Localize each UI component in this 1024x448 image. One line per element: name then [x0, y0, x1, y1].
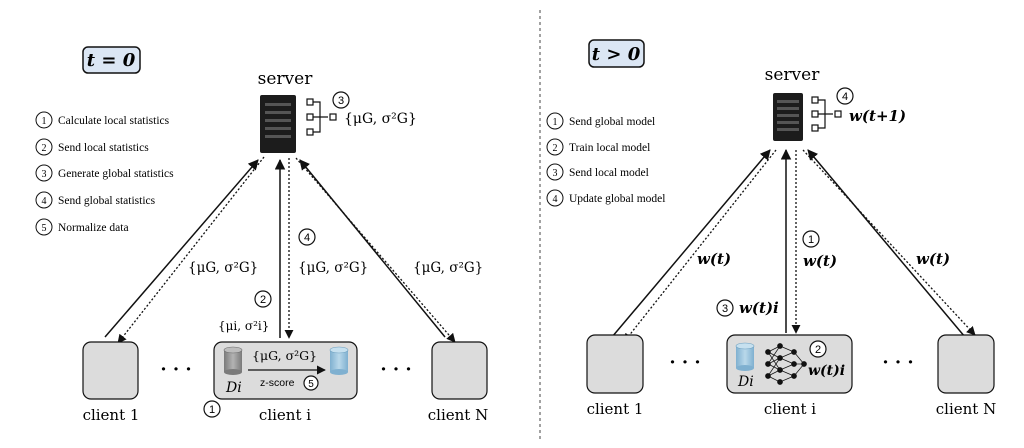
- database-blue-icon: [329, 346, 349, 375]
- svg-text:5: 5: [42, 223, 47, 234]
- center-down-badge: 4: [304, 232, 310, 244]
- client-label-center: client i: [764, 400, 816, 418]
- client-inner-stats: {μG, σ²G}: [252, 348, 317, 363]
- client-label-left: client 1: [83, 406, 140, 424]
- svg-text:3: 3: [42, 169, 47, 180]
- edge-label-right: w(t): [916, 250, 950, 268]
- svg-text:4: 4: [553, 194, 558, 205]
- time-badge-box: [82, 46, 141, 74]
- model-step-badge: 2: [815, 344, 821, 356]
- neural-network-icon: [765, 343, 807, 385]
- server-icon: [773, 93, 803, 141]
- step-text: Send local statistics: [58, 142, 149, 154]
- edge-left-dotted: [623, 149, 777, 343]
- server-step-badge: 4: [842, 91, 848, 103]
- edge-left-dotted: [117, 156, 265, 344]
- step-text: Send global model: [569, 116, 655, 128]
- edge-label-center-down: w(t): [803, 252, 837, 270]
- step-text: Calculate local statistics: [58, 115, 170, 127]
- step-list: 1 Calculate local statistics 2 Send loca…: [35, 111, 174, 236]
- center-up-badge: 2: [260, 294, 266, 306]
- step-text: Send global statistics: [58, 195, 156, 207]
- step-text: Update global model: [569, 193, 665, 205]
- client-step-badge: 1: [209, 404, 215, 416]
- dataset-label: Di: [225, 380, 242, 396]
- center-down-badge: 1: [808, 234, 814, 246]
- client-box-left: [586, 334, 644, 394]
- server-icon: [260, 95, 296, 153]
- ellipsis-right: · · ·: [380, 359, 411, 380]
- step-text: Normalize data: [58, 222, 129, 234]
- svg-text:4: 4: [42, 196, 47, 207]
- svg-text:1: 1: [42, 116, 47, 127]
- svg-text:2: 2: [553, 143, 558, 154]
- step-list: 1 Send global model 2 Train local model …: [546, 112, 665, 207]
- edge-label-left: w(t): [697, 250, 731, 268]
- server-output: {μG, σ²G}: [344, 111, 417, 127]
- server-step-badge-circle: [332, 91, 350, 109]
- client-box-right: [431, 341, 488, 400]
- client-label-center: client i: [259, 406, 311, 424]
- zscore-badge: 5: [308, 379, 314, 390]
- dataset-label: Di: [737, 374, 754, 390]
- svg-text:3: 3: [553, 168, 558, 179]
- edge-label-center-up: {μi, σ²i}: [218, 319, 269, 333]
- time-badge-box: [588, 39, 645, 68]
- server-label: server: [258, 69, 314, 89]
- edge-right-solid: [807, 149, 966, 338]
- zscore-label: z-score: [260, 377, 295, 389]
- client-box-right: [937, 334, 995, 394]
- edge-label-left: {μG, σ²G}: [188, 260, 258, 276]
- time-label: t = 0: [87, 50, 136, 71]
- client-label-right: client N: [936, 400, 996, 418]
- right-panel: t > 0 server 4 w(t+1) 1 Send global mode…: [546, 39, 996, 418]
- ellipsis-left: · · ·: [160, 359, 191, 380]
- model-output: w(t)i: [808, 363, 845, 379]
- server-label: server: [765, 65, 821, 85]
- edge-left-solid: [611, 149, 771, 338]
- step-text: Send local model: [569, 167, 649, 179]
- svg-text:1: 1: [553, 117, 558, 128]
- aggregation-icon: [811, 96, 842, 132]
- client-label-right: client N: [428, 406, 488, 424]
- step-text: Train local model: [569, 142, 650, 154]
- edge-label-center-up: w(t)i: [739, 299, 779, 317]
- step-text: Generate global statistics: [58, 168, 174, 180]
- edge-right-solid: [299, 159, 446, 338]
- svg-text:2: 2: [42, 143, 47, 154]
- client-label-left: client 1: [587, 400, 644, 418]
- ellipsis-right: · · ·: [882, 352, 913, 373]
- edge-right-dotted: [295, 157, 456, 343]
- edge-label-right: {μG, σ²G}: [413, 260, 483, 276]
- edge-label-center-down: {μG, σ²G}: [298, 260, 368, 276]
- time-label: t > 0: [592, 44, 641, 65]
- aggregation-icon: [306, 98, 337, 136]
- server-step-badge: 3: [338, 95, 344, 107]
- left-panel: t = 0 server 3 {μG, σ²G} 1 Calculate loc…: [35, 46, 488, 424]
- center-up-badge: 3: [722, 303, 728, 315]
- server-output: w(t+1): [849, 107, 906, 125]
- edge-right-dotted: [802, 149, 976, 336]
- database-gray-icon: [223, 346, 243, 375]
- database-blue-icon: [735, 342, 755, 371]
- edge-left-solid: [104, 159, 259, 338]
- client-box-left: [82, 341, 139, 400]
- ellipsis-left: · · ·: [669, 352, 700, 373]
